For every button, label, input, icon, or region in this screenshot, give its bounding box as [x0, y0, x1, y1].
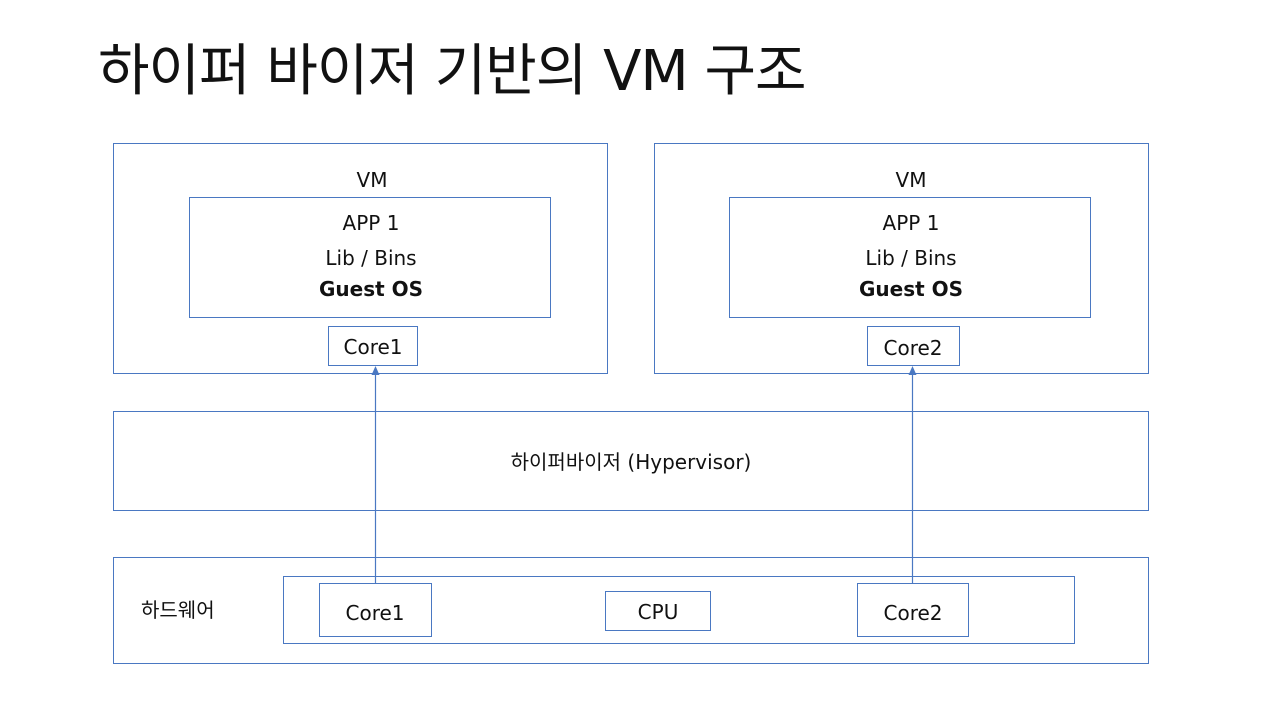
guest-stack-box-2 [729, 197, 1091, 318]
lib-bins-label-2: Lib / Bins [865, 246, 957, 270]
hw-core-box-2 [857, 583, 969, 637]
vcore-box-1 [328, 326, 418, 366]
cpu-box [605, 591, 711, 631]
vcore-label-2: Core2 [883, 336, 943, 360]
hypervisor-box [113, 411, 1149, 511]
cpu-label: CPU [637, 600, 679, 624]
vcore-box-2 [867, 326, 960, 366]
app-label-2: APP 1 [882, 211, 940, 235]
vm-label-1: VM [356, 168, 388, 192]
guest-stack-box-1 [189, 197, 551, 318]
app-label-1: APP 1 [342, 211, 400, 235]
hypervisor-label: 하이퍼바이저 (Hypervisor) [510, 450, 752, 474]
guest-os-label-1: Guest OS [318, 277, 424, 301]
lib-bins-label-1: Lib / Bins [325, 246, 417, 270]
vm-label-2: VM [895, 168, 927, 192]
vcore-label-1: Core1 [343, 335, 403, 359]
guest-os-label-2: Guest OS [858, 277, 964, 301]
hw-core-box-1 [319, 583, 432, 637]
hw-core-label-1: Core1 [345, 601, 405, 625]
hw-core-label-2: Core2 [883, 601, 943, 625]
hardware-label: 하드웨어 [141, 598, 215, 622]
page-title: 하이퍼 바이저 기반의 VM 구조 [98, 39, 807, 104]
